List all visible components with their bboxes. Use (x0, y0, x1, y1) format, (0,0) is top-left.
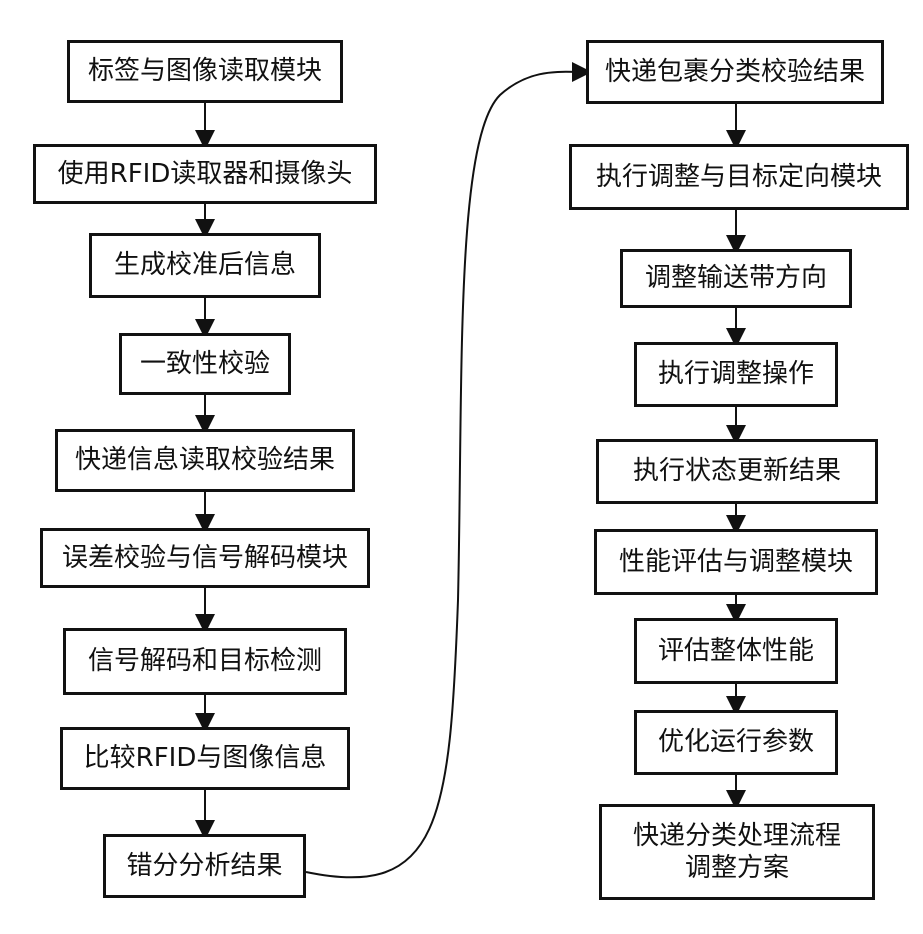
node-missort-analysis: 错分分析结果 (103, 834, 306, 898)
node-perf-eval-module: 性能评估与调整模块 (594, 529, 878, 595)
node-adjust-conveyor: 调整输送带方向 (620, 249, 852, 308)
node-compare-rfid-image: 比较RFID与图像信息 (60, 727, 350, 790)
node-status-update: 执行状态更新结果 (596, 439, 878, 504)
node-sort-process-plan-line1: 快递分类处理流程 (633, 820, 841, 853)
node-read-check-result: 快递信息读取校验结果 (55, 429, 355, 492)
node-decode-detect: 信号解码和目标检测 (63, 628, 347, 695)
node-eval-performance: 评估整体性能 (634, 618, 838, 684)
node-sort-process-plan: 快递分类处理流程 调整方案 (599, 804, 875, 900)
node-sort-process-plan-line2: 调整方案 (685, 852, 789, 885)
node-error-decode-module: 误差校验与信号解码模块 (40, 528, 370, 588)
node-calibrated-info: 生成校准后信息 (89, 233, 321, 298)
node-tag-image-read-module: 标签与图像读取模块 (67, 40, 343, 103)
node-optimize-params: 优化运行参数 (634, 710, 838, 775)
node-consistency-check: 一致性校验 (119, 333, 291, 395)
node-parcel-sort-result: 快递包裹分类校验结果 (586, 40, 884, 104)
node-adjust-orient-module: 执行调整与目标定向模块 (569, 144, 909, 210)
node-rfid-camera: 使用RFID读取器和摄像头 (33, 144, 377, 204)
node-adjust-operation: 执行调整操作 (634, 342, 838, 407)
